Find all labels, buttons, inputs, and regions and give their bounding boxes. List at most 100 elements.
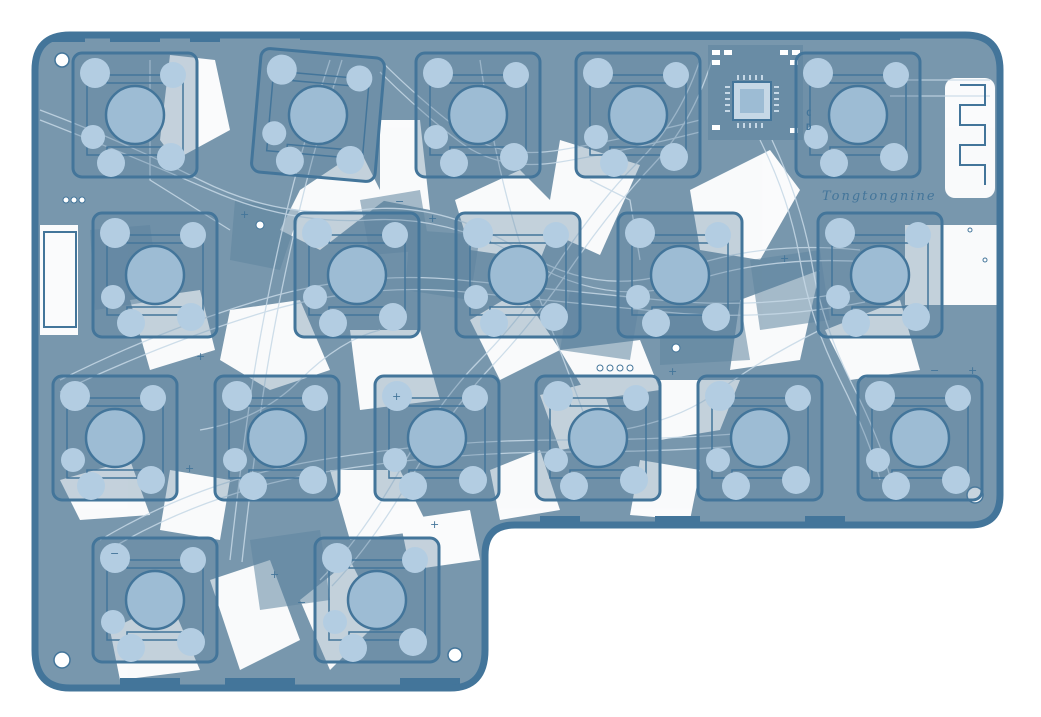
- switch-pad: [623, 385, 649, 411]
- switch-pad: [820, 149, 848, 177]
- switch-pad: [560, 472, 588, 500]
- minus-mark: −: [395, 195, 404, 208]
- switch-pad: [804, 125, 828, 149]
- switch-pad: [382, 381, 412, 411]
- switch-pad: [440, 149, 468, 177]
- plus-mark: +: [430, 518, 439, 531]
- switch-pad: [81, 125, 105, 149]
- switch-body: [469, 234, 567, 316]
- key-switch-sw-r3-c3: [373, 374, 501, 502]
- switch-pad: [319, 309, 347, 337]
- switch-pad: [140, 385, 166, 411]
- switch-pad: [942, 466, 970, 494]
- key-switch-sw-r1-c1: [71, 51, 199, 179]
- switch-pad: [782, 466, 810, 494]
- silk-mark-d: D: [806, 123, 812, 133]
- switch-body: [308, 234, 406, 316]
- switch-pad: [945, 385, 971, 411]
- switch-pad: [883, 62, 909, 88]
- switch-pad: [642, 309, 670, 337]
- switch-pad: [302, 385, 328, 411]
- switch-pad: [626, 285, 650, 309]
- switch-pad: [80, 58, 110, 88]
- plus-mark: +: [185, 462, 194, 475]
- minus-mark: −: [297, 596, 306, 609]
- switch-pad: [101, 285, 125, 309]
- switch-pad: [706, 448, 730, 472]
- key-switch-sw-r3-c5: [696, 374, 824, 502]
- switch-stem: [889, 407, 951, 469]
- switch-pad: [705, 222, 731, 248]
- switch-pad: [842, 309, 870, 337]
- switch-pad: [464, 285, 488, 309]
- switch-pad: [137, 466, 165, 494]
- switch-pad: [543, 222, 569, 248]
- switch-pad: [302, 218, 332, 248]
- switch-body: [871, 397, 969, 479]
- switch-stem: [406, 407, 468, 469]
- switch-stem: [447, 84, 509, 146]
- switch-pad: [177, 628, 205, 656]
- switch-pad: [540, 303, 568, 331]
- switch-pad: [117, 309, 145, 337]
- switch-pad: [503, 62, 529, 88]
- switch-pad: [584, 125, 608, 149]
- switch-pad: [882, 472, 910, 500]
- switch-pad: [117, 634, 145, 662]
- switch-pad: [543, 381, 573, 411]
- switch-pad: [323, 610, 347, 634]
- switch-pad: [702, 303, 730, 331]
- switch-pad: [905, 222, 931, 248]
- key-switch-sw-r2-c2: [293, 211, 421, 339]
- board-outline: [31, 31, 1004, 692]
- switch-footprints: [51, 47, 984, 664]
- key-switch-sw-r2-c5: [816, 211, 944, 339]
- key-switch-sw-r1-c3: [414, 51, 542, 179]
- key-switch-sw-r4-c1: [91, 536, 219, 664]
- switch-body: [265, 70, 371, 160]
- switch-pad: [625, 218, 655, 248]
- mcu-chip: [708, 45, 803, 140]
- switch-pad: [100, 543, 130, 573]
- switch-body: [106, 559, 204, 641]
- switch-pad: [480, 309, 508, 337]
- switch-pad: [663, 62, 689, 88]
- switch-stem: [326, 244, 388, 306]
- switch-pad: [600, 149, 628, 177]
- switch-pad: [299, 466, 327, 494]
- plus-mark: +: [392, 390, 401, 403]
- plus-mark: +: [968, 364, 977, 377]
- switch-stem: [104, 84, 166, 146]
- key-switch-sw-r2-c1: [91, 211, 219, 339]
- plus-mark: +: [780, 252, 789, 265]
- plus-mark: +: [240, 208, 249, 221]
- switch-pad: [399, 628, 427, 656]
- key-switch-sw-r2-c4: [616, 211, 744, 339]
- key-switch-sw-r2-c3: [454, 211, 582, 339]
- signature-text: Tongtongnine: [822, 189, 937, 204]
- switch-pad: [544, 448, 568, 472]
- switch-pad: [101, 610, 125, 634]
- switch-pad: [77, 472, 105, 500]
- switch-pad: [339, 634, 367, 662]
- switch-pad: [160, 62, 186, 88]
- switch-pad: [826, 285, 850, 309]
- switch-pad: [180, 222, 206, 248]
- switch-stem: [607, 84, 669, 146]
- switch-stem: [124, 569, 186, 631]
- switch-pad: [880, 143, 908, 171]
- key-switch-sw-r1-c2: [250, 47, 386, 183]
- switch-pad: [222, 381, 252, 411]
- vias: [62, 196, 988, 372]
- switch-pad: [865, 381, 895, 411]
- switch-body: [66, 397, 164, 479]
- switch-stem: [567, 407, 629, 469]
- switch-body: [228, 397, 326, 479]
- switch-pad: [379, 303, 407, 331]
- silk-mark-c: C: [806, 109, 811, 119]
- switch-pad: [177, 303, 205, 331]
- minus-mark: −: [930, 364, 939, 377]
- switch-body: [328, 559, 426, 641]
- switch-pad: [180, 547, 206, 573]
- switch-stem: [729, 407, 791, 469]
